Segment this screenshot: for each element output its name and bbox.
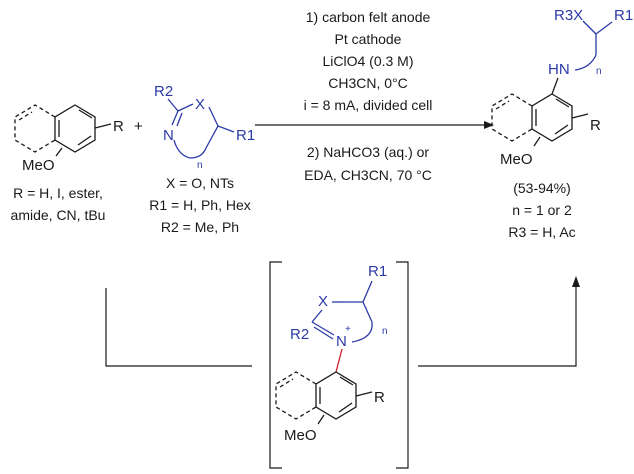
intermediate-structure: R1 X R2 N + n R MeO <box>275 263 388 444</box>
heterocycle-r1-label: R1 <box>236 127 255 144</box>
intermediate-r2-label: R2 <box>290 326 309 343</box>
condition-line-2: Pt cathode <box>335 31 402 47</box>
plus-sign: + <box>134 118 143 135</box>
heterocycle-scope: X = O, NTs R1 = H, Ph, Hex R2 = Me, Ph <box>149 175 251 235</box>
conditions-step1: 1) carbon felt anode Pt cathode LiClO4 (… <box>304 9 433 113</box>
heterocycle-x-label: X <box>195 96 205 113</box>
arene-scope-line-1: R = H, I, ester, <box>13 185 103 201</box>
intermediate-x-label: X <box>318 293 328 310</box>
arene-structure: R MeO <box>14 104 124 174</box>
condition-line-4: CH3CN, 0°C <box>328 75 408 91</box>
product-r3-note: R3 = H, Ac <box>508 224 575 240</box>
product-ome-label: MeO <box>500 151 533 168</box>
heterocycle-n-index: n <box>197 160 203 171</box>
conditions-step2: 2) NaHCO3 (aq.) or EDA, CH3CN, 70 °C <box>304 144 432 183</box>
intermediate-ome-label: MeO <box>284 427 317 444</box>
heterocycle-scope-line-1: X = O, NTs <box>166 175 234 191</box>
intermediate-path <box>105 276 580 367</box>
product-r-label: R <box>590 117 601 134</box>
product-n-note: n = 1 or 2 <box>512 202 572 218</box>
intermediate-n-index: n <box>382 326 388 337</box>
product-r3x-label: R3X <box>554 7 583 24</box>
intermediate-charge: + <box>345 324 351 335</box>
arene-ome-label: MeO <box>22 157 55 174</box>
product-notes: (53-94%) n = 1 or 2 R3 = H, Ac <box>508 180 575 240</box>
arene-r-label: R <box>113 118 124 135</box>
condition-line-7: EDA, CH3CN, 70 °C <box>304 167 432 183</box>
heterocycle-r2-label: R2 <box>154 83 173 100</box>
arene-scope: R = H, I, ester, amide, CN, tBu <box>11 185 106 223</box>
product-hn-label: HN <box>548 61 570 78</box>
product-n-index: n <box>596 66 602 77</box>
intermediate-n-atom: N <box>336 333 347 350</box>
intermediate-r1-label: R1 <box>368 263 387 280</box>
condition-line-6: 2) NaHCO3 (aq.) or <box>307 144 429 160</box>
heterocycle-scope-line-3: R2 = Me, Ph <box>161 219 239 235</box>
arene-scope-line-2: amide, CN, tBu <box>11 207 106 223</box>
product-yield: (53-94%) <box>513 180 571 196</box>
heterocycle-n-atom: N <box>163 127 174 144</box>
condition-line-5: i = 8 mA, divided cell <box>304 97 433 113</box>
main-arrow <box>255 121 494 129</box>
condition-line-1: 1) carbon felt anode <box>306 9 431 25</box>
intermediate-r-label: R <box>374 389 385 406</box>
heterocycle-structure: R2 N X R1 n <box>154 83 255 171</box>
product-structure: R3X R1 n HN R MeO <box>491 7 633 168</box>
condition-line-3: LiClO4 (0.3 M) <box>322 53 413 69</box>
product-r1-label: R1 <box>614 7 633 24</box>
heterocycle-scope-line-2: R1 = H, Ph, Hex <box>149 197 251 213</box>
intermediate-brackets <box>269 261 409 469</box>
